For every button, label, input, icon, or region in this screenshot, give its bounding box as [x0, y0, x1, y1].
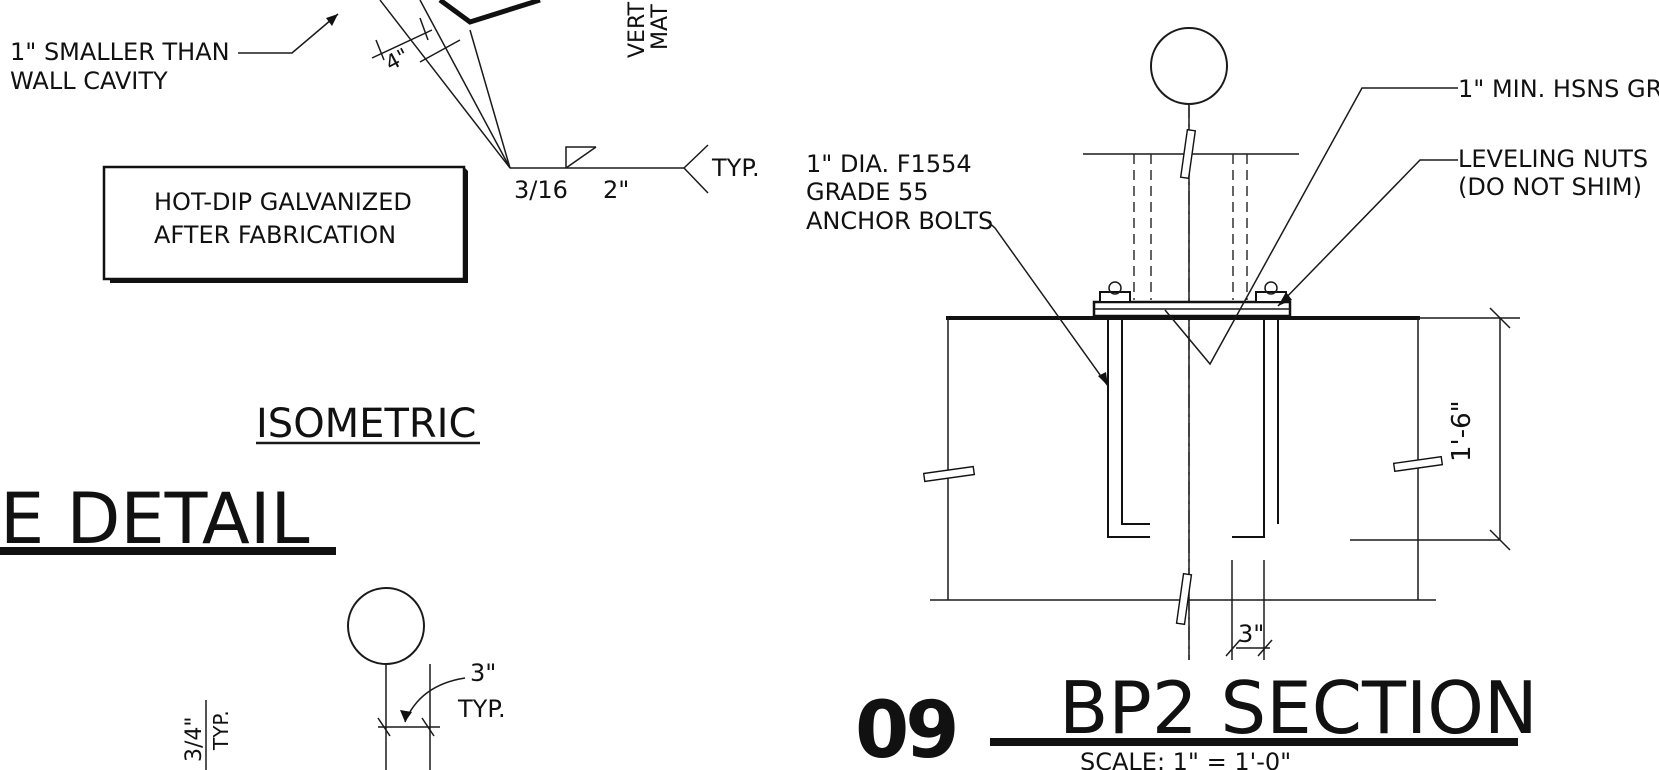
dim-three-quarter-typ: TYP.: [209, 710, 233, 751]
grout-note: 1" MIN. HSNS GR: [1458, 75, 1659, 103]
vertical-note-line1: VERT: [625, 1, 650, 58]
isometric-detail: 4" 1" SMALLER THAN WALL CAVITY VERT MAT …: [0, 0, 760, 770]
dim-3in-typ-b: TYP.: [457, 695, 506, 723]
weld-typ-label: TYP.: [711, 154, 760, 182]
galvanized-note-box: HOT-DIP GALVANIZED AFTER FABRICATION: [102, 165, 468, 283]
isometric-label: ISOMETRIC: [256, 401, 476, 447]
bp2-section: 1'-6" 3" 1" DIA. F1554 GRADE 55 ANCHOR B…: [806, 27, 1659, 770]
anchor-bolt-note-line2: GRADE 55: [806, 178, 929, 206]
dim-3in-label: 3": [1238, 620, 1264, 648]
galvanized-note-line2: AFTER FABRICATION: [154, 221, 396, 249]
weld-length-label: 2": [603, 176, 629, 204]
weld-size-label: 3/16: [514, 176, 568, 204]
galvanized-note-line1: HOT-DIP GALVANIZED: [154, 188, 412, 216]
leveling-nuts-note-line2: (DO NOT SHIM): [1458, 173, 1642, 201]
leveling-nuts-note-line1: LEVELING NUTS: [1458, 145, 1648, 173]
dim-4in-label: 4": [381, 44, 413, 76]
section-title: BP2 SECTION: [1059, 666, 1538, 750]
smaller-than-note-line1: 1" SMALLER THAN: [10, 38, 230, 66]
anchor-bolt-note-line1: 1" DIA. F1554: [806, 150, 972, 178]
dim-three-quarter: 3/4": [182, 716, 207, 762]
smaller-than-note-line2: WALL CAVITY: [10, 67, 168, 95]
section-scale: SCALE: 1" = 1'-0": [1080, 748, 1291, 770]
section-number: 09: [855, 686, 956, 770]
anchor-bolt-note-line3: ANCHOR BOLTS: [806, 207, 993, 235]
dim-3in-typ-a: 3": [470, 659, 496, 687]
vertical-note-line2: MAT: [648, 4, 673, 50]
weld-symbol: 3/16 2" TYP.: [510, 144, 760, 204]
embed-depth-dim: 1'-6": [1447, 400, 1477, 462]
detail-title: E DETAIL: [0, 478, 309, 560]
